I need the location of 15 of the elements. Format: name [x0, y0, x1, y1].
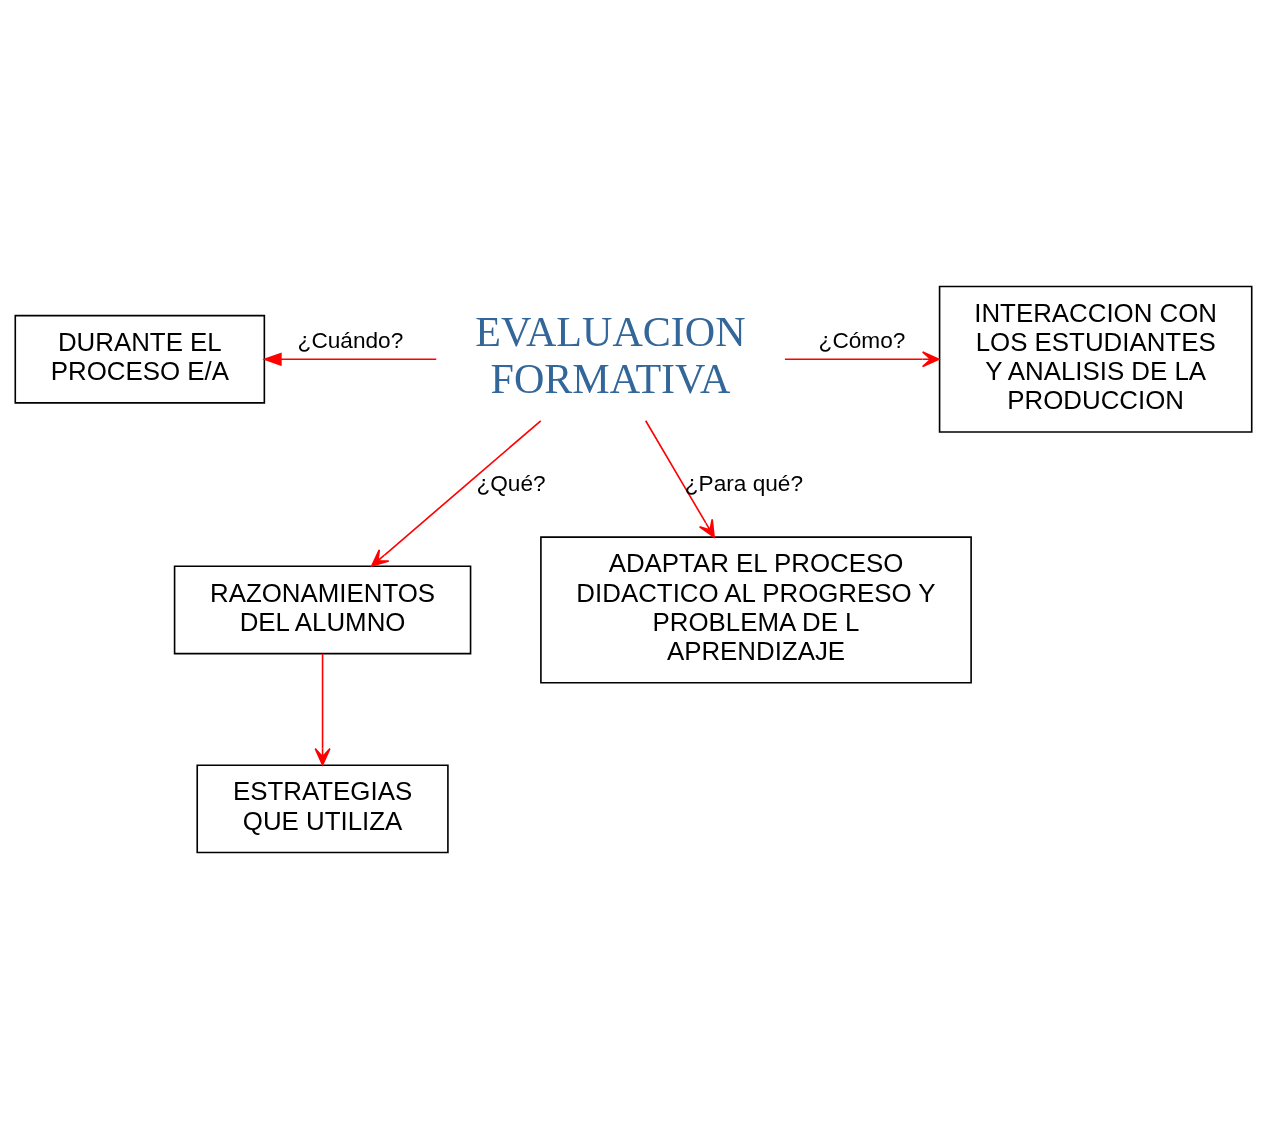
node-box: ESTRATEGIAS QUE UTILIZA: [196, 763, 449, 853]
node-box: DURANTE EL PROCESO E/A: [14, 314, 266, 404]
node-box: RAZONAMIENTOS DEL ALUMNO: [173, 564, 472, 654]
node-text: EVALUACION FORMATIVA: [475, 308, 746, 402]
arrow: [784, 350, 940, 367]
arrow: [644, 419, 715, 538]
edge-label: ¿Para qué?: [684, 470, 803, 496]
edge-label: ¿Cuándo?: [297, 327, 404, 353]
edge-label: ¿Qué?: [476, 470, 546, 496]
node-box: INTERACCION CON LOS ESTUDIANTES Y ANALISIS DE LA PRODUCCION: [938, 285, 1253, 433]
edge-label: ¿Cómo?: [818, 327, 906, 353]
arrow: [262, 351, 438, 366]
node-box: ADAPTAR EL PROCESO DIDACTICO AL PROGRESO Y PROBLEMA DE L APRENDIZAJE: [540, 535, 972, 683]
arrow: [371, 419, 542, 567]
arrow: [314, 652, 331, 766]
